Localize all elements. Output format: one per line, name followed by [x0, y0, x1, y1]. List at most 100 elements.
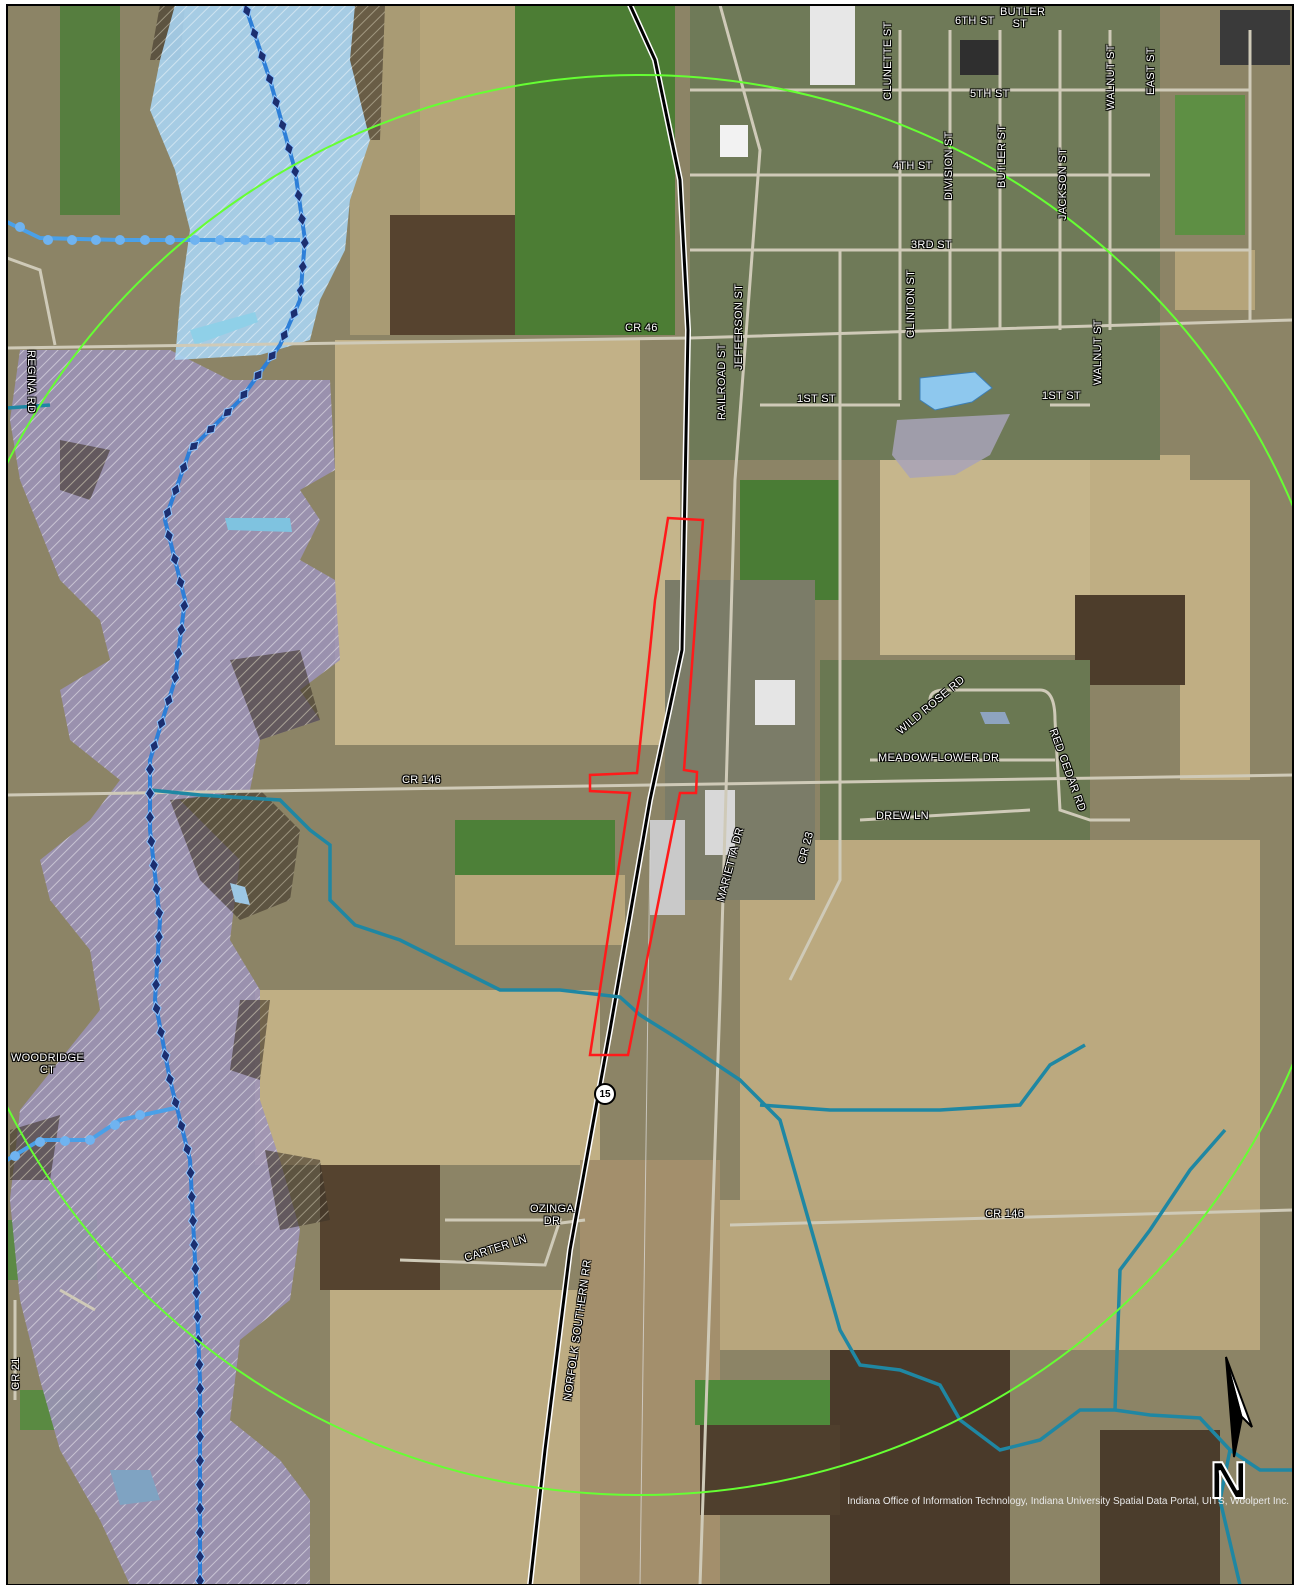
label-walnut-st-top: WALNUT ST	[1105, 44, 1117, 110]
label-clunette-st: CLUNETTE ST	[882, 21, 894, 100]
pond	[110, 1470, 160, 1505]
channel-marker	[188, 440, 200, 452]
channel-marker	[194, 1404, 206, 1421]
label-division-st: DIVISION ST	[943, 131, 955, 200]
woodlot	[320, 1165, 440, 1290]
channel-marker	[194, 1548, 206, 1565]
channel-marker	[164, 1071, 175, 1088]
channel-marker	[194, 1524, 206, 1541]
channel-marker	[144, 785, 156, 802]
channel-marker	[264, 71, 275, 87]
label-butler-st-top: BUTLER ST	[1000, 6, 1045, 30]
label-ozinga-dr: OZINGA DR	[527, 1203, 577, 1227]
channel-marker	[176, 1118, 187, 1134]
channel-marker	[194, 1452, 206, 1469]
label-clinton-st: CLINTON ST	[905, 269, 917, 338]
town-area	[665, 580, 815, 900]
channel-marker	[257, 48, 267, 64]
buildings	[705, 790, 735, 855]
pond-floodplain	[892, 414, 1010, 478]
pond	[980, 712, 1010, 724]
label-4th-st: 4TH ST	[893, 160, 933, 172]
channel-marker	[186, 1188, 197, 1205]
channel-marker	[162, 505, 173, 521]
channel-marker	[151, 1000, 162, 1017]
buildings	[810, 5, 855, 85]
channel-marker	[239, 388, 249, 402]
label-railroad-st: RAILROAD ST	[716, 343, 728, 420]
label-walnut-st: WALNUT ST	[1092, 319, 1104, 385]
channel-marker	[271, 94, 282, 110]
floodplain-fringe	[10, 1115, 60, 1180]
label-1st-st-a: 1ST ST	[797, 393, 836, 405]
channel-marker	[169, 551, 180, 567]
field	[740, 840, 1260, 1200]
channel-marker	[152, 952, 163, 969]
channel-marker	[267, 349, 277, 363]
map-credit: Indiana Office of Information Technology…	[847, 1496, 1289, 1507]
channel-marker	[191, 1284, 202, 1301]
channel-marker	[154, 905, 165, 921]
woodlot	[1100, 1430, 1220, 1585]
field	[695, 1380, 830, 1425]
label-5th-st: 5TH ST	[970, 88, 1010, 100]
channel-marker	[253, 368, 263, 382]
channel-marker	[242, 5, 252, 19]
channel-marker	[279, 328, 289, 343]
woodlot	[830, 1350, 1010, 1585]
channel-marker	[176, 621, 187, 638]
label-6th-st: 6TH ST	[955, 15, 995, 27]
field	[880, 455, 1090, 655]
channel-marker	[290, 163, 301, 180]
field	[1175, 95, 1245, 235]
channel-marker	[192, 1308, 203, 1325]
field	[580, 1160, 720, 1585]
channel-marker	[190, 1260, 201, 1277]
channel-marker	[170, 669, 181, 686]
channel-marker	[293, 187, 304, 204]
floodway-area	[225, 518, 292, 532]
field	[515, 5, 675, 335]
label-east-st: EAST ST	[1145, 47, 1157, 95]
label-cr-146-b: CR 146	[985, 1208, 1025, 1220]
field	[335, 340, 640, 480]
channel-marker	[194, 1428, 206, 1445]
field	[330, 1290, 580, 1585]
channel-marker	[182, 1141, 193, 1157]
floodplain-fringe	[170, 790, 300, 920]
north-arrow-icon	[1225, 1356, 1253, 1458]
channel-marker	[170, 1094, 181, 1111]
floodplain-fringe	[230, 650, 320, 740]
channel-marker	[299, 234, 310, 251]
north-arrow-label: N	[1209, 1452, 1249, 1510]
channel-marker	[156, 715, 167, 731]
buildings	[755, 680, 795, 725]
pond	[230, 883, 250, 905]
channel-marker	[249, 25, 260, 42]
buildings	[1220, 10, 1290, 65]
label-cr-146-a: CR 146	[402, 774, 442, 786]
channel-marker	[284, 140, 294, 157]
buildings	[720, 125, 748, 157]
label-butler-st: BUTLER ST	[996, 124, 1008, 188]
label-woodridge-text: WOODRIDGE CT	[11, 1052, 84, 1076]
channel-marker	[144, 761, 156, 778]
label-drew-ln: DREW LN	[876, 810, 929, 822]
railroad	[528, 5, 690, 1585]
label-butler-text: BUTLER ST	[1000, 6, 1046, 30]
label-jefferson-st: JEFFERSON ST	[733, 283, 745, 370]
channel-marker	[163, 692, 174, 708]
field	[60, 5, 120, 215]
channel-marker	[222, 406, 234, 418]
woodlot	[700, 1425, 840, 1515]
buildings	[960, 40, 1000, 75]
floodplain-fringe	[230, 1000, 270, 1080]
label-ozinga-text: OZINGA DR	[530, 1203, 574, 1227]
woodlot	[1075, 595, 1185, 685]
channel-marker	[205, 423, 217, 435]
buildings	[650, 820, 685, 915]
channel-marker	[164, 528, 174, 544]
field	[700, 1200, 1260, 1350]
route-shield-icon: 15	[594, 1083, 616, 1105]
